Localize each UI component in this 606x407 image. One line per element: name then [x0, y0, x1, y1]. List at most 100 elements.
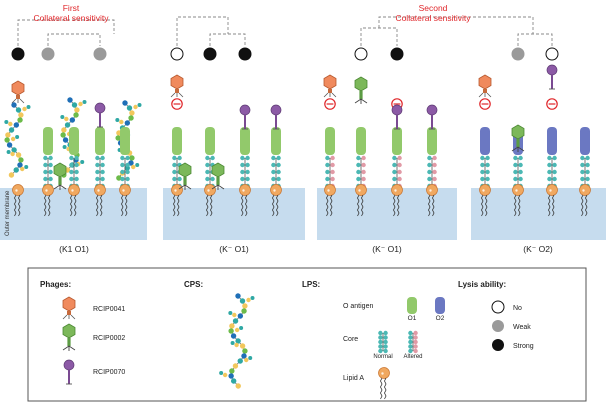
o1-antigen	[172, 127, 182, 155]
cps-unit	[10, 151, 15, 157]
lysis-strong-label: Strong	[513, 343, 534, 350]
lysis-circle	[238, 47, 252, 61]
phage-rcip0002-icon	[354, 76, 368, 104]
cps-unit	[17, 117, 23, 123]
normal-core	[240, 155, 250, 189]
cps-unit	[20, 166, 25, 172]
cps-unit	[239, 326, 244, 330]
cps-unit	[4, 120, 9, 124]
o1-antigen	[271, 127, 281, 155]
lps-molecule	[391, 127, 403, 217]
lysis-circle	[41, 47, 55, 61]
panel-label: (K1 O1)	[59, 244, 89, 254]
lysis-circle	[545, 47, 559, 61]
altered-core	[427, 155, 437, 189]
o1-legend-swatch	[407, 297, 417, 314]
lysis-circle	[203, 47, 217, 61]
cps-unit	[228, 373, 234, 379]
lysis-weak-swatch	[492, 320, 504, 332]
lysis-circle	[354, 47, 368, 61]
cps-unit	[80, 160, 85, 164]
cps-unit	[129, 155, 135, 161]
lps-molecule	[546, 127, 558, 217]
o1-antigen	[325, 127, 335, 155]
legend-icons	[62, 293, 445, 400]
normal-core	[271, 155, 281, 189]
phage-rcip0070-icon	[239, 104, 251, 130]
lipid-a	[12, 184, 24, 217]
lysis-weak-label: Weak	[513, 324, 531, 331]
phage-rcip0041-label: RCIP0041	[93, 306, 125, 313]
cps-unit	[67, 97, 73, 103]
phage-rcip0070-label: RCIP0070	[93, 369, 125, 376]
cps-unit	[15, 135, 20, 139]
lipid-a	[119, 184, 131, 217]
o1-antigen	[427, 127, 437, 155]
o1-antigen	[43, 127, 53, 155]
second-bracket	[360, 16, 553, 46]
capsule-polysaccharide	[219, 293, 255, 389]
lps-molecule	[239, 127, 251, 217]
membrane-panel-2	[163, 188, 305, 240]
cps-unit	[60, 132, 66, 138]
cps-unit	[229, 368, 235, 374]
cps-unit	[22, 106, 27, 112]
first-bracket	[17, 19, 115, 46]
o2-legend-swatch	[435, 297, 445, 314]
cps-unit	[237, 313, 244, 319]
o2-antigen	[547, 127, 557, 155]
phage-rcip0070-icon	[546, 64, 558, 90]
cps-unit	[6, 142, 13, 148]
normal-core	[95, 155, 105, 189]
cps-unit	[230, 333, 237, 339]
altered-core	[392, 155, 402, 189]
normal-label: Normal	[373, 354, 392, 360]
panel-label: (K⁻ O1)	[372, 244, 402, 254]
cps-unit	[228, 311, 233, 315]
cps-unit	[15, 152, 22, 158]
membrane-label: Outer membrane	[5, 190, 11, 236]
lipid-a	[68, 184, 80, 217]
cps-unit	[8, 172, 15, 178]
normal-core	[43, 155, 53, 189]
normal-core	[120, 155, 130, 189]
cps-unit	[69, 117, 76, 123]
first-annotation-line2: Collateral sensitivity	[33, 13, 109, 23]
o1-antigen	[356, 127, 366, 155]
lysis-circle	[11, 47, 25, 61]
panel-k-o2	[478, 64, 591, 217]
cps-unit	[232, 318, 239, 324]
altered-core	[356, 155, 366, 189]
phage-rcip0002-icon	[511, 124, 525, 152]
cps-unit	[219, 371, 224, 375]
cps-unit	[115, 118, 120, 122]
normal-core	[172, 155, 182, 189]
cps-unit	[232, 363, 239, 369]
phage-rcip0002-label: RCIP0002	[93, 335, 125, 342]
lps-molecule	[68, 127, 80, 217]
cps-unit	[18, 157, 24, 163]
lps-molecule	[42, 127, 54, 217]
lps-molecule	[94, 127, 106, 217]
cps-unit	[241, 308, 247, 314]
lysis-circle	[390, 47, 404, 61]
lysis-no-swatch	[491, 300, 505, 314]
cps-unit	[235, 383, 241, 389]
lps-title: LPS:	[302, 280, 320, 289]
lipid-a	[355, 184, 367, 217]
lps-molecule	[355, 127, 367, 217]
phage-rcip0002-icon	[62, 323, 76, 351]
altered-core	[325, 155, 335, 189]
cps-unit	[15, 107, 22, 113]
cps-unit	[62, 137, 69, 143]
lps-molecule	[324, 127, 336, 217]
cps-unit	[234, 327, 240, 333]
phage-rcip0041-icon	[62, 296, 76, 320]
normal-core	[547, 155, 557, 189]
cps-unit	[64, 116, 69, 122]
cps-unit	[17, 162, 23, 168]
cps-unit	[8, 121, 13, 127]
cps-unit	[24, 165, 29, 169]
lysis-title: Lysis ability:	[458, 280, 506, 289]
